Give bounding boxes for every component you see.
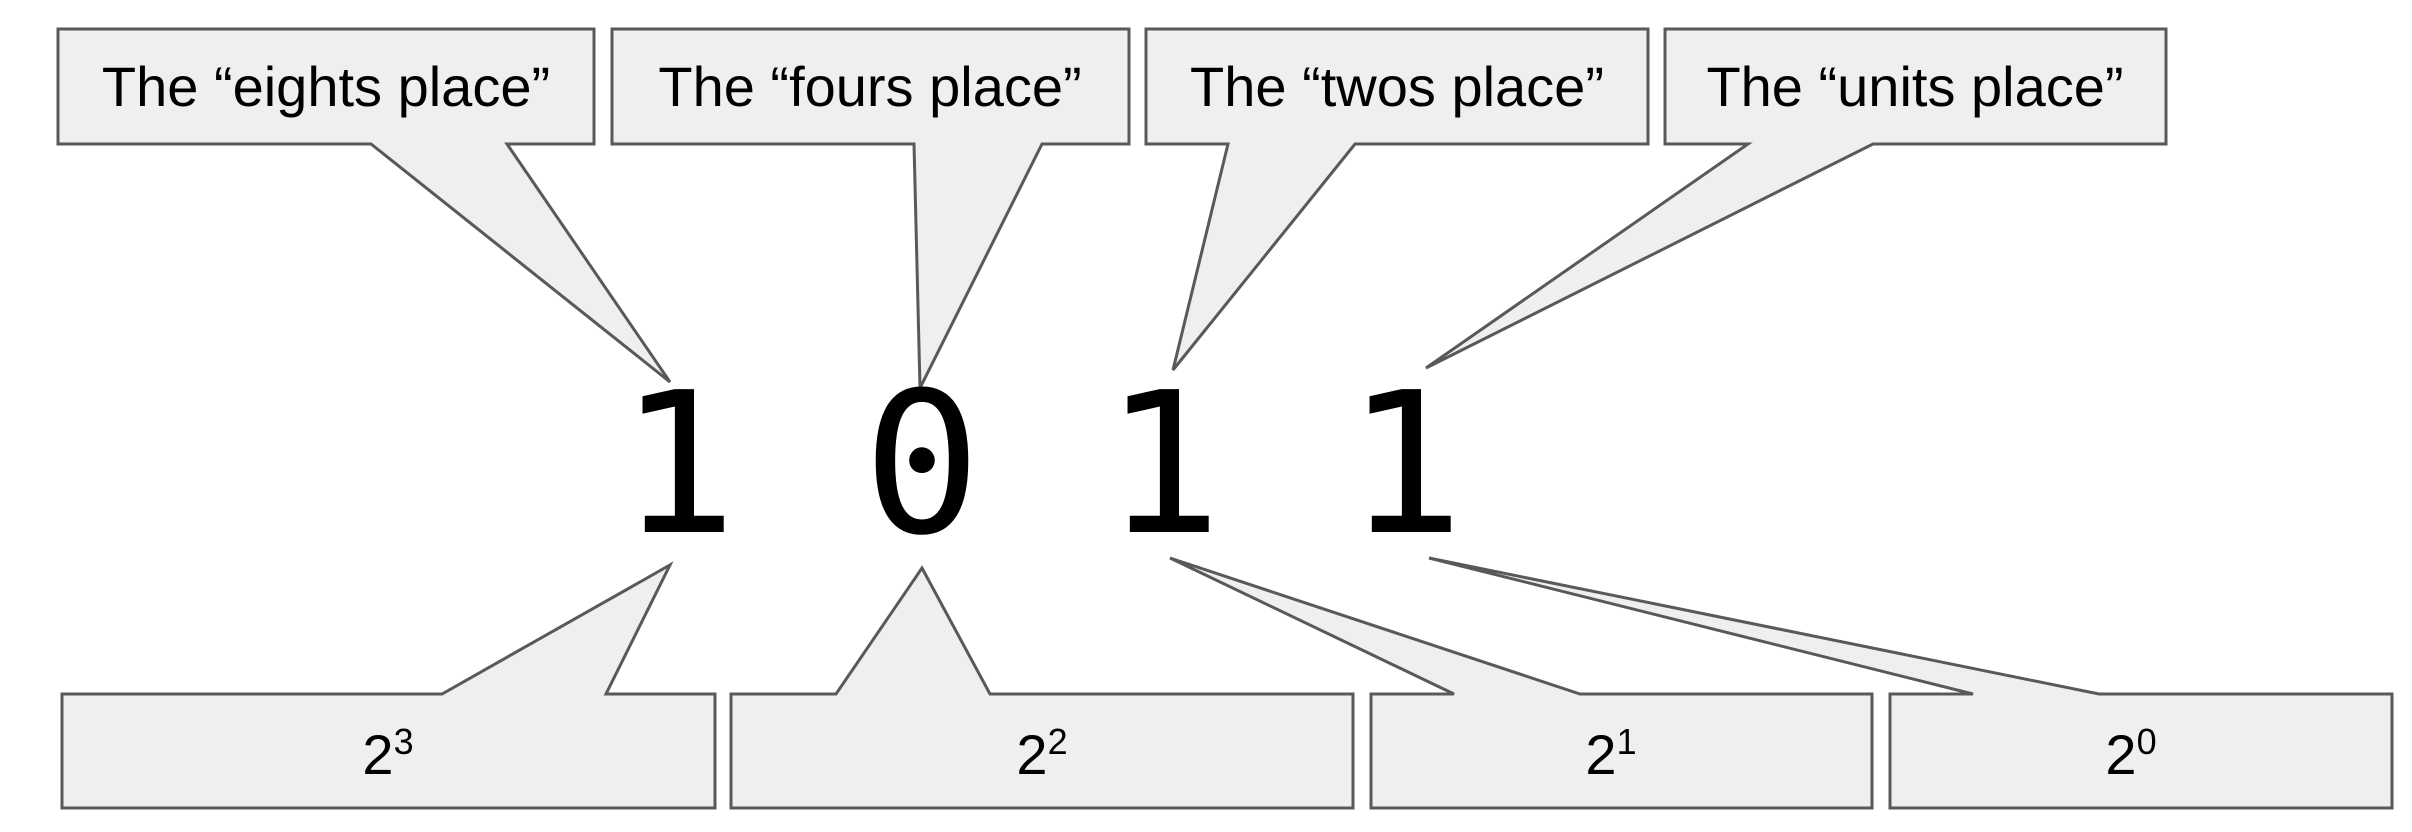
power-units-shape (1428, 556, 2394, 810)
binary-number: 1 0 1 1 (619, 351, 1464, 579)
power-fours: 22 (1016, 721, 1067, 786)
power-fours-exponent: 2 (1048, 721, 1068, 762)
power-eights: 23 (362, 721, 413, 786)
digit-fours: 0 (863, 351, 981, 579)
power-eights-shape (60, 561, 717, 810)
digit-eights: 1 (619, 351, 737, 579)
power-fours-shape (729, 565, 1355, 810)
callout-fours-shape (610, 27, 1131, 389)
place-callout-fours: The “fours place” (610, 27, 1131, 389)
power-fours-base: 2 (1016, 723, 1047, 786)
power-units-base: 2 (2105, 723, 2136, 786)
power-units: 20 (2105, 721, 2156, 786)
power-callout-eights: 23 (60, 561, 717, 810)
callout-eights-label: The “eights place” (102, 55, 550, 118)
place-callout-eights: The “eights place” (56, 27, 672, 384)
power-callout-units: 20 (1428, 556, 2394, 810)
power-callout-fours: 22 (729, 565, 1355, 810)
power-twos-shape (1169, 556, 1874, 810)
power-twos-base: 2 (1585, 723, 1616, 786)
callout-units-shape (1425, 27, 2168, 370)
callout-units-label: The “units place” (1706, 55, 2123, 118)
power-twos-exponent: 1 (1617, 721, 1637, 762)
power-callout-twos: 21 (1169, 556, 1874, 810)
callout-twos-shape (1144, 27, 1650, 371)
digit-units: 1 (1346, 351, 1464, 579)
power-eights-exponent: 3 (394, 721, 414, 762)
callout-fours-label: The “fours place” (658, 55, 1081, 118)
callout-twos-label: The “twos place” (1190, 55, 1604, 118)
callout-eights-shape (56, 27, 672, 384)
place-callout-units: The “units place” (1425, 27, 2168, 370)
power-twos: 21 (1585, 721, 1636, 786)
power-units-exponent: 0 (2137, 721, 2157, 762)
digit-twos: 1 (1104, 351, 1222, 579)
power-eights-base: 2 (362, 723, 393, 786)
place-callout-twos: The “twos place” (1144, 27, 1650, 371)
